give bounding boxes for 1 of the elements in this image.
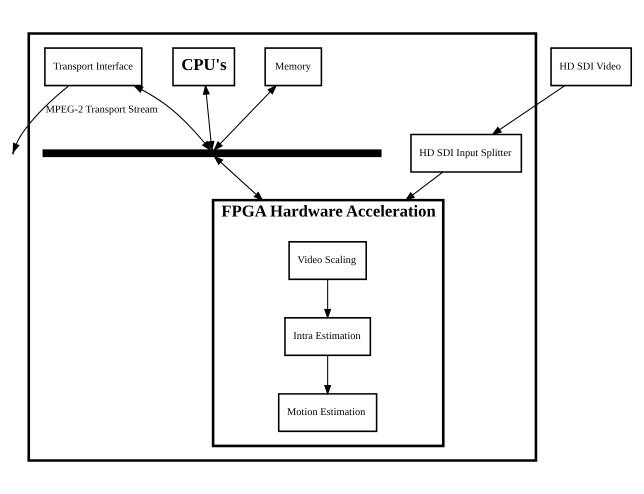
edge-label: MPEG-2 Transport Stream [46, 104, 158, 116]
